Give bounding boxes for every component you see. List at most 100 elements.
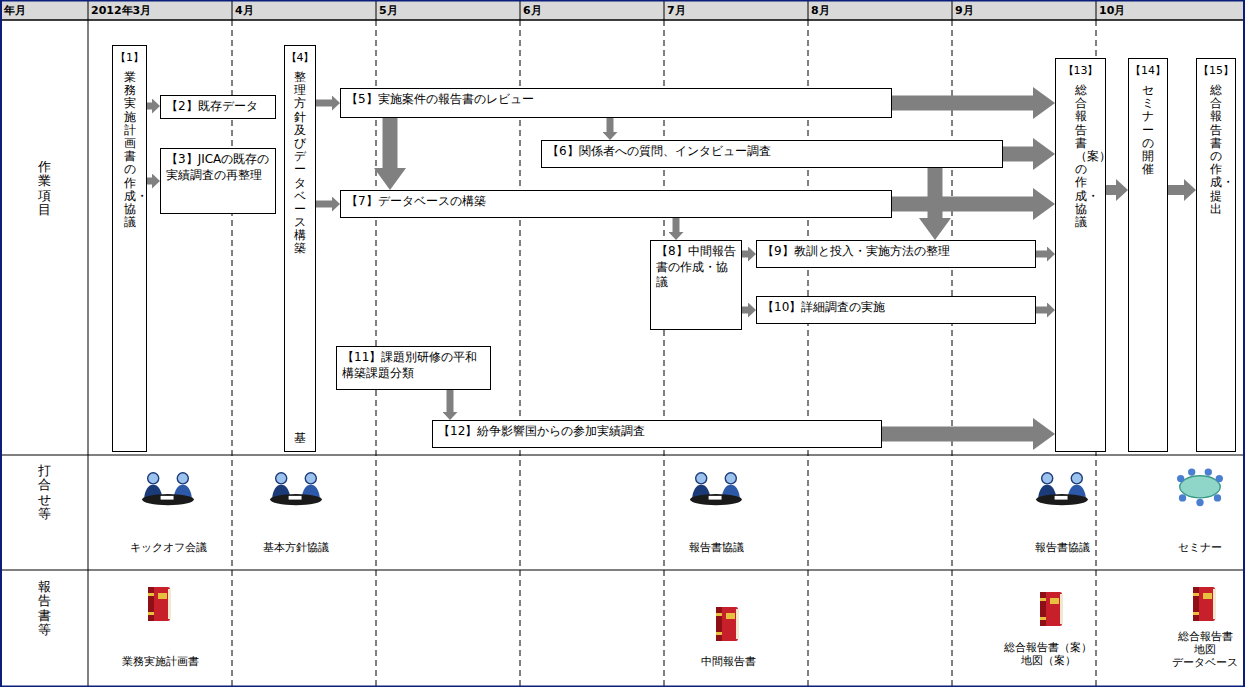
month-dash bbox=[232, 20, 233, 687]
month-rule bbox=[664, 0, 665, 20]
month-dash bbox=[952, 20, 953, 687]
report-label: 業務実施計画書 bbox=[105, 655, 215, 668]
meeting-icon bbox=[142, 473, 194, 505]
task-text: 【5】実施案件の報告書のレビュー bbox=[346, 92, 886, 108]
phase-column-box: 【1】業務実施計画書の作成・協議 bbox=[112, 45, 147, 452]
header-band bbox=[0, 0, 1245, 20]
task-text: 【7】データベースの構築 bbox=[346, 194, 886, 210]
meeting-label: キックオフ会議 bbox=[113, 541, 223, 554]
month-rule bbox=[808, 0, 809, 20]
meeting-label: セミナー bbox=[1155, 541, 1245, 554]
month-label: 4月 bbox=[235, 3, 295, 18]
step-text: 整理方針及びデータベース構築 bbox=[294, 71, 306, 256]
row-rule bbox=[0, 570, 1245, 571]
report-label: 総合報告書（案） 地図（案） bbox=[998, 641, 1098, 667]
task-box: 【9】教訓と投入・実施方法の整理 bbox=[756, 240, 1036, 268]
meeting-icon bbox=[270, 473, 322, 505]
flow-arrow bbox=[383, 118, 398, 168]
phase-column-box: 【15】総合報告書の作成・提出 bbox=[1196, 58, 1236, 452]
step-number: 【14】 bbox=[1130, 63, 1166, 78]
step-text: 基 bbox=[294, 432, 306, 445]
month-header-rules bbox=[232, 0, 1096, 20]
month-rule bbox=[376, 0, 377, 20]
flow-arrow bbox=[673, 218, 680, 232]
step-number: 【1】 bbox=[115, 50, 144, 65]
task-text: 【8】中間報告書の作成・協議 bbox=[656, 244, 736, 291]
flow-arrow bbox=[447, 390, 454, 412]
flow-arrow bbox=[1168, 185, 1184, 195]
month-rule bbox=[1096, 0, 1097, 20]
task-text: 【3】JICAの既存の実績調査の再整理 bbox=[166, 152, 270, 183]
flow-arrow bbox=[882, 427, 1033, 442]
task-text: 【2】既存データ bbox=[166, 99, 270, 115]
month-dash bbox=[664, 20, 665, 687]
task-text: 【11】課題別研修の平和構築課題分類 bbox=[342, 350, 485, 381]
month-label: 7月 bbox=[667, 3, 727, 18]
task-text: 【6】関係者への質問、インタビュー調査 bbox=[547, 144, 997, 160]
report-label: 中間報告書 bbox=[673, 655, 783, 668]
flow-arrow bbox=[1036, 251, 1047, 258]
meeting-icon bbox=[690, 473, 742, 505]
flow-arrow bbox=[892, 197, 1033, 212]
report-label: 総合報告書 地図 データベース bbox=[1170, 630, 1240, 670]
step-number: 【4】 bbox=[286, 50, 315, 65]
task-box: 【12】紛争影響国からの参加実績調査 bbox=[432, 420, 882, 448]
seminar-icon bbox=[1177, 468, 1223, 506]
flow-arrow bbox=[892, 96, 1033, 111]
step-number: 【13】 bbox=[1063, 63, 1099, 78]
header-rule bbox=[0, 19, 1245, 21]
month-label: 2012年3月 bbox=[91, 3, 211, 18]
month-label: 5月 bbox=[379, 3, 439, 18]
flow-arrow bbox=[147, 178, 152, 185]
task-box: 【10】詳細調査の実施 bbox=[756, 296, 1036, 324]
meeting-icon bbox=[1036, 473, 1088, 505]
row-heading: 作業項目 bbox=[38, 160, 51, 217]
step-text: セミナーの開催 bbox=[1142, 84, 1154, 176]
flow-arrow bbox=[1003, 147, 1033, 162]
month-dash bbox=[520, 20, 521, 687]
task-text: 【10】詳細調査の実施 bbox=[762, 300, 1030, 316]
phase-column-box: 【13】総合報告書（案）の作成・協議 bbox=[1055, 58, 1106, 452]
month-rule bbox=[232, 0, 233, 20]
phase-column-box: 【14】セミナーの開催 bbox=[1128, 58, 1168, 452]
meeting-label: 基本方針協議 bbox=[241, 541, 351, 554]
book-icon bbox=[148, 587, 171, 621]
month-rule bbox=[520, 0, 521, 20]
step-text: 業務実施計画書の作成・協議 bbox=[124, 71, 136, 229]
phase-column-box: 【4】整理方針及びデータベース構築基 bbox=[284, 45, 316, 452]
book-icon bbox=[1193, 587, 1216, 621]
row-rule bbox=[0, 455, 1245, 456]
row-heading: 打合せ等 bbox=[38, 464, 51, 521]
task-box: 【2】既存データ bbox=[160, 95, 276, 119]
month-rule bbox=[952, 0, 953, 20]
flow-arrow bbox=[316, 201, 332, 208]
task-text: 【12】紛争影響国からの参加実績調査 bbox=[438, 424, 876, 440]
flow-arrow bbox=[742, 307, 748, 314]
meeting-label: 報告書協議 bbox=[661, 541, 771, 554]
meeting-label: 報告書協議 bbox=[1007, 541, 1117, 554]
month-label: 10月 bbox=[1099, 3, 1159, 18]
book-icon bbox=[1040, 592, 1063, 626]
header-cell: 年月 bbox=[4, 3, 74, 18]
task-box: 【7】データベースの構築 bbox=[340, 190, 892, 218]
task-box: 【5】実施案件の報告書のレビュー bbox=[340, 88, 892, 118]
flow-arrow bbox=[1036, 307, 1047, 314]
flow-arrow bbox=[1106, 185, 1116, 195]
month-dash-rules bbox=[232, 20, 1096, 687]
month-label: 8月 bbox=[811, 3, 871, 18]
month-dash bbox=[808, 20, 809, 687]
column-rule bbox=[88, 0, 89, 687]
month-label: 6月 bbox=[523, 3, 583, 18]
flow-arrow bbox=[928, 168, 943, 218]
task-box: 【6】関係者への質問、インタビュー調査 bbox=[541, 140, 1003, 168]
step-text: 総合報告書（案）の作成・協議 bbox=[1075, 84, 1087, 229]
step-number: 【15】 bbox=[1198, 63, 1234, 78]
row-heading: 報告書等 bbox=[38, 580, 51, 637]
flow-arrow bbox=[147, 103, 152, 110]
month-label: 9月 bbox=[955, 3, 1015, 18]
book-icon bbox=[716, 607, 739, 641]
task-box: 【3】JICAの既存の実績調査の再整理 bbox=[160, 148, 276, 214]
